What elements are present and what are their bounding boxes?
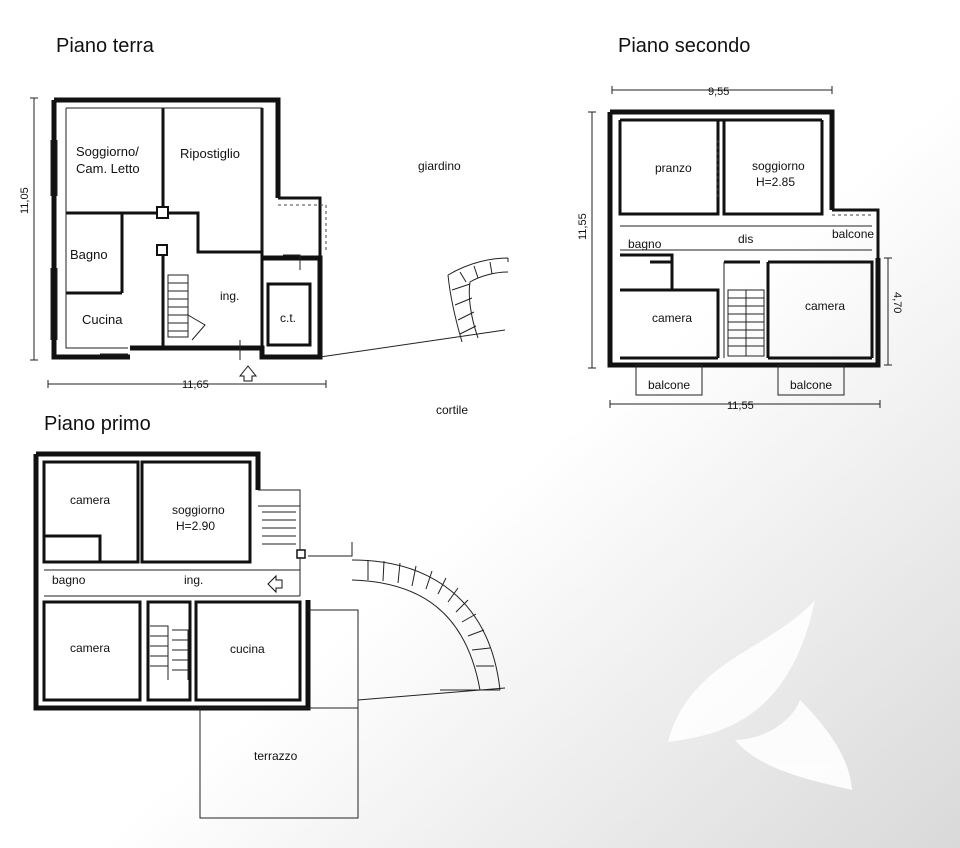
curved-garden-stair [447, 257, 509, 343]
first-stairs [150, 511, 296, 680]
room-dis-label: dis [738, 232, 753, 246]
ground-width-dimension: 11,65 [182, 379, 209, 391]
terrace-outline [199, 707, 359, 819]
second-top-width-dimension: 9,55 [708, 86, 729, 98]
courtyard-label: cortile [436, 403, 468, 417]
balcone-left-label: balcone [648, 378, 690, 392]
second-depth-dimension: 11,55 [577, 213, 589, 240]
ground-floor-title: Piano terra [56, 35, 155, 57]
room-cucina-label: cucina [230, 642, 265, 656]
room-ripostiglio-label: Ripostiglio [180, 146, 240, 161]
first-curved-stair [351, 559, 501, 691]
second-right-dimension: 4,70 [891, 292, 903, 313]
second-floor-plan: Piano secondo 9,55 11,55 11,55 4,70 pran… [577, 35, 903, 412]
room-soggiorno-label-1: Soggiorno/ [76, 144, 139, 159]
garden-label: giardino [418, 159, 461, 173]
room-pranzo-label: pranzo [655, 161, 692, 175]
second-bottom-width-dimension: 11,55 [727, 400, 754, 412]
entrance-arrow-icon [238, 365, 258, 382]
room-soggiorno-height: H=2.85 [756, 175, 795, 189]
room-soggiorno-height: H=2.90 [176, 519, 215, 533]
room-soggiorno-label: soggiorno [752, 159, 805, 173]
second-floor-title: Piano secondo [618, 35, 750, 57]
room-centrale-termica-label: c.t. [280, 311, 296, 325]
ground-floor-plan: Piano terra 11,05 11,65 Soggiorno/ Cam. … [19, 35, 327, 391]
terrazzo-label: terrazzo [254, 749, 298, 763]
outdoor-area: giardino cortile [319, 159, 509, 417]
leaf-logo-icon [668, 600, 852, 790]
first-floor-title: Piano primo [44, 413, 151, 435]
room-camera-left-label: camera [652, 311, 692, 325]
ground-depth-dimension: 11,05 [19, 187, 31, 214]
room-ingresso-label: ing. [220, 289, 239, 303]
room-camera-bottom-label: camera [70, 641, 110, 655]
room-camera-top-label: camera [70, 493, 110, 507]
room-bagno-label: Bagno [70, 247, 108, 262]
room-camera-right-label: camera [805, 299, 845, 313]
room-soggiorno-label-2: Cam. Letto [76, 161, 140, 176]
second-stair [727, 289, 765, 357]
ground-stair [167, 274, 206, 341]
room-cucina-label: Cucina [82, 312, 123, 327]
side-balcone-label: balcone [832, 227, 874, 241]
room-ingresso-label: ing. [184, 573, 203, 587]
first-entrance-arrow-icon [267, 574, 283, 594]
room-soggiorno-label: soggiorno [172, 503, 225, 517]
first-floor-plan: Piano primo camera soggiorno H=2.90 bagn… [33, 413, 506, 819]
balcone-right-label: balcone [790, 378, 832, 392]
room-bagno-label: bagno [628, 237, 662, 251]
room-bagno-label: bagno [52, 573, 86, 587]
